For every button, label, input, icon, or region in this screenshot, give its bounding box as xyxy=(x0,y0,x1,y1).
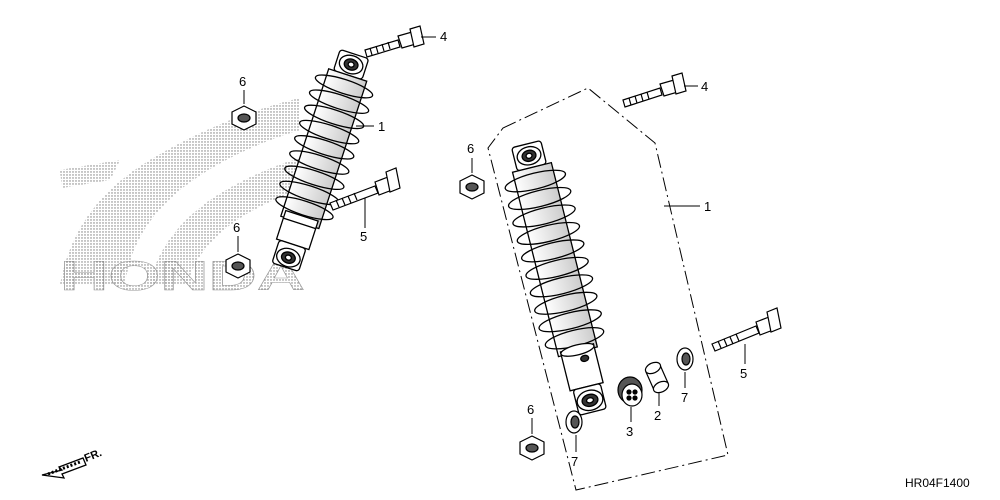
callout-left-bolt-top: 4 xyxy=(440,29,447,44)
right-bolt-top xyxy=(622,72,687,108)
left-shock-absorber xyxy=(272,49,374,272)
callout-left-nut-lower: 6 xyxy=(233,220,240,235)
callout-right-washer-b: 7 xyxy=(571,454,578,469)
left-nut-lower xyxy=(225,253,251,279)
callout-right-nut-upper: 6 xyxy=(467,141,474,156)
callout-right-assembly: 1 xyxy=(704,199,711,214)
diagram-code: HR04F1400 xyxy=(905,476,970,490)
left-bolt-top xyxy=(364,25,425,58)
left-nut-upper xyxy=(231,105,257,131)
front-direction-arrow-icon xyxy=(41,457,87,479)
front-direction-label: FR. xyxy=(83,447,104,465)
right-collar xyxy=(644,361,670,394)
callout-left-bolt-lower: 5 xyxy=(360,229,367,244)
right-washer-a xyxy=(676,347,694,371)
right-bushing xyxy=(617,376,643,407)
callout-right-bolt-lower: 5 xyxy=(740,366,747,381)
callout-right-collar: 2 xyxy=(654,408,661,423)
right-shock-absorber xyxy=(504,140,607,416)
left-bolt-lower xyxy=(329,167,401,211)
callout-left-nut-upper: 6 xyxy=(239,74,246,89)
callout-right-bolt-top: 4 xyxy=(701,79,708,94)
right-washer-b xyxy=(565,410,583,434)
right-bolt-lower xyxy=(711,307,782,352)
right-nut-lower xyxy=(519,435,545,461)
right-spring-coils xyxy=(504,169,605,350)
honda-wordmark: HONDA xyxy=(60,252,305,299)
callout-left-damper: 1 xyxy=(378,119,385,134)
callout-right-washer-a: 7 xyxy=(681,390,688,405)
callout-right-nut-lower: 6 xyxy=(527,402,534,417)
right-nut-upper xyxy=(459,174,485,200)
honda-wing-watermark xyxy=(60,98,300,285)
assembly-boundary xyxy=(487,87,729,491)
callout-right-bushing: 3 xyxy=(626,424,633,439)
